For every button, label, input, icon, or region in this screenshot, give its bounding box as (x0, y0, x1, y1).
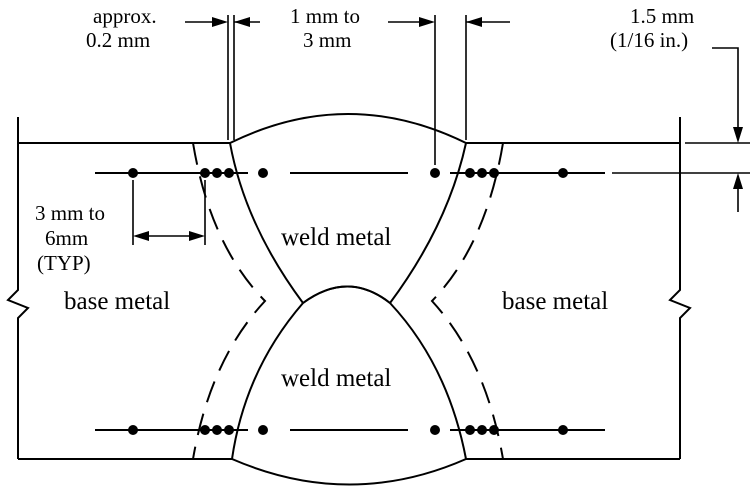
label-weld-metal-top: weld metal (281, 224, 391, 251)
indent-dot (128, 168, 138, 178)
indent-dot (489, 425, 499, 435)
dim-1-5mm-depth (612, 47, 750, 212)
indent-dot (212, 425, 222, 435)
indent-dot (200, 425, 210, 435)
label-base-metal-right: base metal (502, 288, 608, 315)
indent-dot (224, 168, 234, 178)
indent-dot (465, 168, 475, 178)
label-spacing-line2: 6mm (45, 226, 88, 250)
traverse-row-top (95, 168, 605, 178)
label-gap-line1: 1 mm to (290, 4, 360, 28)
haz-right (430, 142, 504, 460)
label-spacing-line1: 3 mm to (35, 201, 105, 225)
label-weld-metal-bottom: weld metal (281, 365, 391, 392)
dim-1-to-3mm (388, 15, 510, 165)
label-depth-line2: (1/16 in.) (610, 28, 688, 52)
label-depth-line1: 1.5 mm (630, 4, 694, 28)
haz-boundaries (192, 142, 504, 460)
label-approx-line1: approx. (93, 4, 157, 28)
indent-dot (258, 425, 268, 435)
indent-dot (200, 168, 210, 178)
weld-bottom-bead (230, 285, 468, 486)
label-approx-line2: 0.2 mm (86, 28, 150, 52)
weld-beads (228, 113, 468, 486)
haz-left (192, 142, 267, 460)
indent-dot (258, 168, 268, 178)
indent-dot (489, 168, 499, 178)
label-spacing-line3: (TYP) (37, 251, 91, 275)
label-gap-line2: 3 mm (303, 28, 351, 52)
break-line-left (6, 117, 30, 459)
label-base-metal-left: base metal (64, 288, 170, 315)
indent-dot (477, 425, 487, 435)
indent-dot (558, 168, 568, 178)
dim-3-to-6mm-spacing (132, 180, 206, 245)
indent-dot (430, 425, 440, 435)
indent-dot (430, 168, 440, 178)
indent-dot (224, 425, 234, 435)
indent-dot (128, 425, 138, 435)
break-line-right (668, 117, 692, 459)
traverse-row-bottom (95, 425, 605, 435)
indent-dot (212, 168, 222, 178)
plate-outline (6, 117, 692, 460)
indent-dot (465, 425, 475, 435)
dim-approx-0-2mm (185, 15, 260, 140)
indent-dot (477, 168, 487, 178)
weld-top-bead (228, 113, 468, 305)
indent-dot (558, 425, 568, 435)
